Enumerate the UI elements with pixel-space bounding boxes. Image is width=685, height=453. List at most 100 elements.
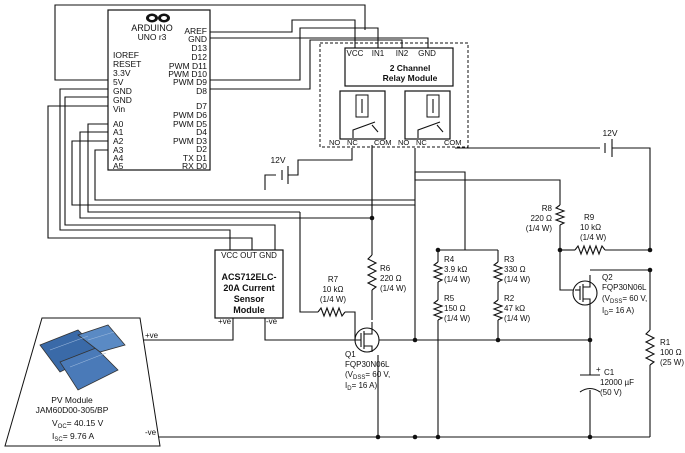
relay-pin-gnd: GND bbox=[418, 49, 436, 58]
pv-pos: +ve bbox=[145, 331, 159, 340]
pin-d4: D4 bbox=[196, 127, 207, 137]
pin-5v: 5V bbox=[113, 77, 124, 87]
pv-isc: ISC= 9.76 A bbox=[52, 431, 94, 443]
battery-right: 12V bbox=[602, 128, 618, 157]
pin-d13: D13 bbox=[191, 43, 207, 53]
q1-id: ID= 16 A) bbox=[345, 381, 377, 392]
resistor-r4: R4 3.9 kΩ (1/4 W) bbox=[432, 255, 471, 284]
sensor-neg: -ve bbox=[266, 317, 278, 326]
pin-a3: A3 bbox=[113, 145, 124, 155]
arduino-board: ARDUINO UNO r3 IOREF RESET 3.3V 5V GND G… bbox=[107, 9, 211, 171]
capacitor-c1: + C1 12000 µF (50 V) bbox=[579, 365, 634, 397]
relay-pin-in2: IN2 bbox=[396, 49, 409, 58]
relay-subtitle: Relay Module bbox=[383, 73, 438, 83]
r7-name: R7 bbox=[328, 275, 339, 284]
battery-left-label: 12V bbox=[270, 155, 285, 165]
sensor-line3: Sensor bbox=[234, 294, 265, 304]
relay-pin-in1: IN1 bbox=[372, 49, 385, 58]
pin-d3: PWM D3 bbox=[173, 136, 207, 146]
pin-d5: PWM D5 bbox=[173, 119, 207, 129]
q2-name: Q2 bbox=[602, 273, 613, 282]
sensor-line4: Module bbox=[233, 305, 265, 315]
r2-power: (1/4 W) bbox=[504, 314, 531, 323]
pin-gnd-1: GND bbox=[113, 86, 132, 96]
battery-right-label: 12V bbox=[602, 128, 617, 138]
q1-name: Q1 bbox=[345, 350, 356, 359]
sensor-line2: 20A Current bbox=[223, 283, 274, 293]
r3-power: (1/4 W) bbox=[504, 275, 531, 284]
r4-name: R4 bbox=[444, 255, 455, 264]
r1-name: R1 bbox=[660, 338, 671, 347]
mosfet-q2: Q2 FQP30N06L (VDSS= 60 V, ID= 16 A) bbox=[572, 273, 647, 317]
arduino-model: UNO r3 bbox=[138, 32, 167, 42]
pv-neg: -ve bbox=[145, 428, 157, 437]
pin-d11: PWM D11 bbox=[169, 61, 207, 71]
c1-value: 12000 µF bbox=[600, 378, 634, 387]
pin-aref: AREF bbox=[184, 26, 207, 36]
r8-value: 220 Ω bbox=[530, 214, 552, 223]
r2-value: 47 kΩ bbox=[504, 304, 525, 313]
c1-plus: + bbox=[596, 365, 601, 374]
pin-gnd-2: GND bbox=[113, 95, 132, 105]
pv-module: PV Module JAM60D00-305/BP VOC= 40.15 V I… bbox=[4, 317, 161, 447]
relay2-no: NO bbox=[398, 138, 409, 147]
sensor-pos: +ve bbox=[218, 317, 232, 326]
solar-panel-icon bbox=[39, 324, 126, 391]
mosfet-q1: Q1 FQP30N06L (VDSS= 60 V, ID= 16 A) bbox=[345, 322, 390, 392]
r4-value: 3.9 kΩ bbox=[444, 265, 467, 274]
resistor-r3: R3 330 Ω (1/4 W) bbox=[492, 255, 531, 284]
resistor-r9: R9 10 kΩ (1/4 W) bbox=[574, 213, 607, 256]
r3-value: 330 Ω bbox=[504, 265, 526, 274]
r9-name: R9 bbox=[584, 213, 595, 222]
pin-gnd-r: GND bbox=[188, 34, 207, 44]
r9-power: (1/4 W) bbox=[580, 233, 607, 242]
relay-title: 2 Channel bbox=[390, 63, 431, 73]
r6-value: 220 Ω bbox=[380, 274, 402, 283]
r5-power: (1/4 W) bbox=[444, 314, 471, 323]
battery-left: 12V bbox=[270, 155, 289, 184]
r2-name: R2 bbox=[504, 294, 515, 303]
pin-a4: A4 bbox=[113, 153, 124, 163]
arduino-brand: ARDUINO bbox=[131, 23, 173, 33]
resistor-r7: R7 10 kΩ (1/4 W) bbox=[317, 275, 346, 318]
sensor-pins: VCC OUT GND bbox=[221, 251, 277, 260]
relay1-no: NO bbox=[329, 138, 340, 147]
q2-id: ID= 16 A) bbox=[602, 306, 634, 317]
pin-d6: PWM D6 bbox=[173, 110, 207, 120]
arduino-logo-icon bbox=[146, 13, 170, 23]
resistor-r1: R1 100 Ω (25 W) bbox=[644, 329, 684, 367]
r6-power: (1/4 W) bbox=[380, 284, 407, 293]
relay2-com: COM bbox=[444, 138, 462, 147]
relay1-com: COM bbox=[374, 138, 392, 147]
wires bbox=[47, 4, 651, 438]
r8-power: (1/4 W) bbox=[526, 224, 553, 233]
c1-name: C1 bbox=[604, 368, 615, 377]
resistor-r8: R8 220 Ω (1/4 W) bbox=[526, 204, 566, 233]
r1-power: (25 W) bbox=[660, 358, 684, 367]
r5-value: 150 Ω bbox=[444, 304, 466, 313]
pv-title: PV Module bbox=[51, 395, 93, 405]
relay-module: VCC IN1 IN2 GND 2 Channel Relay Module N… bbox=[319, 42, 469, 148]
r1-value: 100 Ω bbox=[660, 348, 682, 357]
pin-ioref: IOREF bbox=[113, 50, 139, 60]
r9-value: 10 kΩ bbox=[580, 223, 601, 232]
resistor-r6: R6 220 Ω (1/4 W) bbox=[366, 254, 407, 293]
pin-a2: A2 bbox=[113, 136, 124, 146]
pin-d12: D12 bbox=[191, 52, 207, 62]
pin-d10: PWM D10 bbox=[168, 69, 207, 79]
q1-vdss: (VDSS= 60 V, bbox=[345, 370, 390, 381]
relay1-nc: NC bbox=[347, 138, 358, 147]
pin-d7: D7 bbox=[196, 101, 207, 111]
relay2-nc: NC bbox=[416, 138, 427, 147]
q2-part: FQP30N06L bbox=[602, 283, 647, 292]
r6-name: R6 bbox=[380, 264, 391, 273]
pin-3v3: 3.3V bbox=[113, 68, 131, 78]
current-sensor-module: VCC OUT GND ACS712ELC- 20A Current Senso… bbox=[214, 249, 284, 326]
pin-d1: TX D1 bbox=[183, 153, 207, 163]
pin-a1: A1 bbox=[113, 127, 124, 137]
pv-part: JAM60D00-305/BP bbox=[36, 405, 109, 415]
r4-power: (1/4 W) bbox=[444, 275, 471, 284]
resistor-r5: R5 150 Ω (1/4 W) bbox=[432, 294, 471, 323]
resistor-r2: R2 47 kΩ (1/4 W) bbox=[492, 294, 531, 323]
